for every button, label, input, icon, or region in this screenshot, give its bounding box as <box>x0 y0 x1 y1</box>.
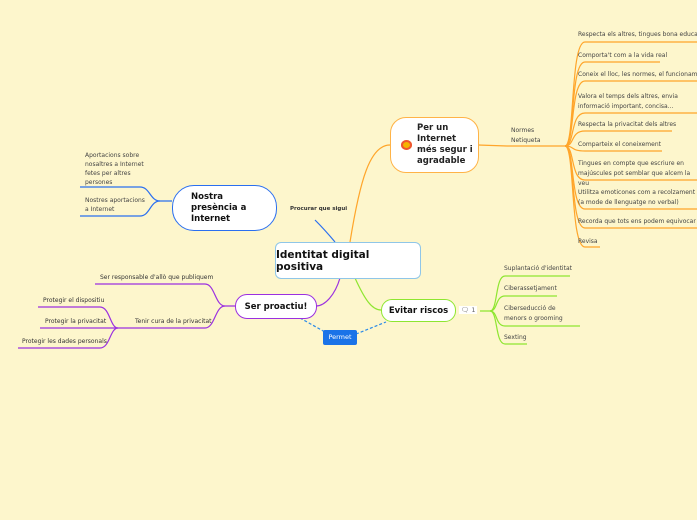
permet-label[interactable]: Permet <box>323 330 357 345</box>
comment-badge[interactable]: 🗨 1 <box>459 306 478 314</box>
comment-icon: 🗨 <box>461 306 470 314</box>
list-item[interactable]: Tingues en compte que escriure en majúsc… <box>578 160 691 187</box>
central-topic[interactable]: Identitat digital positiva <box>275 242 421 279</box>
topic-presencia[interactable]: Nostra presència a Internet <box>172 185 277 231</box>
topic-internet[interactable]: Per un Internet més segur i agradable <box>390 117 479 173</box>
list-item[interactable]: Utilitza emoticones com a recolzament (a… <box>578 189 696 206</box>
list-item[interactable]: Valora el temps dels altres, envia infor… <box>578 93 678 110</box>
relationship-label[interactable]: Procurar que sigui <box>290 206 348 212</box>
list-item[interactable]: Comparteix el coneixement <box>578 141 661 148</box>
topic-riscos-label: Evitar riscos <box>388 305 449 316</box>
list-item[interactable]: Ser responsable d'allò que publiquem <box>100 274 214 281</box>
list-item[interactable]: Respecta la privacitat dels altres <box>578 121 677 128</box>
list-item[interactable]: Coneix el lloc, les normes, el funcionam… <box>578 71 697 78</box>
list-item[interactable]: Protegir el dispositiu <box>43 297 105 304</box>
list-item[interactable]: Ciberseducció de menors o grooming <box>504 305 563 322</box>
list-item[interactable]: Recorda que tots ens podem equivocar <box>578 218 696 225</box>
topic-internet-label: Per un Internet més segur i agradable <box>417 123 473 166</box>
list-item[interactable]: Suplantació d'identitat <box>504 265 572 272</box>
list-item[interactable]: Nostres aportacions a Internet <box>85 197 145 213</box>
topic-proactiu[interactable]: Ser proactiu! <box>235 294 317 319</box>
topic-proactiu-label: Ser proactiu! <box>244 301 308 312</box>
comment-count: 1 <box>471 306 476 314</box>
list-item[interactable]: Aportacions sobre nosaltres a Internet f… <box>85 152 144 186</box>
list-item[interactable]: Comporta't com a la vida real <box>578 52 668 59</box>
list-item[interactable]: Sexting <box>504 334 527 341</box>
topic-riscos[interactable]: Evitar riscos <box>381 299 456 322</box>
warning-sticker-icon <box>401 140 412 150</box>
list-item[interactable]: Revisa <box>578 238 598 245</box>
list-item[interactable]: Ciberassetjament <box>504 285 557 292</box>
list-item[interactable]: Protegir les dades personals <box>22 338 107 345</box>
list-item[interactable]: Respecta els altres, tingues bona educac… <box>578 31 697 38</box>
list-item[interactable]: Protegir la privacitat <box>45 318 107 325</box>
list-item[interactable]: Tenir cura de la privacitat <box>135 318 212 325</box>
normes-netiqueta[interactable]: Normes Netiqueta <box>511 127 541 144</box>
topic-presencia-label: Nostra presència a Internet <box>191 191 247 224</box>
central-topic-label: Identitat digital positiva <box>276 248 370 273</box>
